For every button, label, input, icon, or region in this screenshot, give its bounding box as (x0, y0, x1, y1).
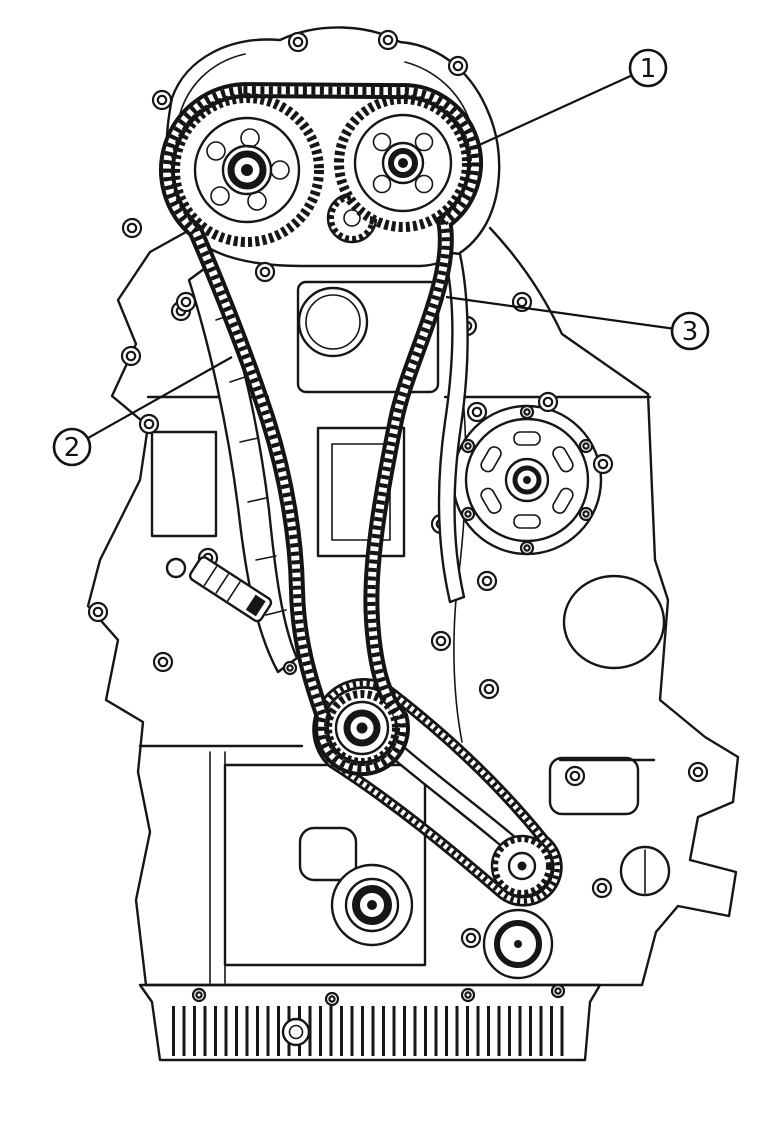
drain-plug (281, 1017, 311, 1047)
oil-pump-rotor (330, 863, 414, 947)
lower-pocket (223, 763, 427, 967)
timing-chain (159, 82, 483, 777)
bolt-hole (564, 765, 586, 787)
left-pocket (150, 430, 218, 538)
bolt-hole (87, 601, 109, 623)
bolt-hole (287, 31, 309, 53)
callout-3-label: 3 (682, 317, 699, 347)
bolt-hole (578, 506, 594, 522)
bolt-hole (476, 570, 498, 592)
bolt-hole (460, 438, 476, 454)
upper-bore (297, 286, 369, 358)
oil-pump-sprocket (490, 834, 554, 898)
bolt-hole (460, 987, 476, 1003)
bolt-hole (519, 540, 535, 556)
guide-pivot-bolt (175, 291, 197, 313)
right-pocket (548, 756, 640, 816)
bolt-hole (591, 877, 613, 899)
right-casting-edge (488, 226, 740, 987)
callout-2-leader (87, 356, 233, 440)
callout-1-label: 1 (640, 54, 657, 84)
bolt-hole (578, 438, 594, 454)
right-opening (562, 574, 666, 670)
callout-3-bubble (670, 311, 710, 351)
mid-pocket (316, 426, 406, 558)
bolt-hole (152, 651, 174, 673)
oil-pan (138, 983, 602, 1062)
bolt-hole (430, 630, 452, 652)
bolt-hole (466, 401, 488, 423)
timing-chain-guide (175, 264, 299, 676)
bolt-hole (460, 927, 482, 949)
intake-cam-sprocket (334, 94, 472, 232)
bolt-hole (478, 678, 500, 700)
left-casting-edge (86, 230, 188, 987)
bolt-hole (121, 217, 143, 239)
bolt-hole (120, 345, 142, 367)
callout-2-bubble (52, 427, 92, 467)
callout-3-leader (445, 295, 673, 330)
bolt-hole (519, 404, 535, 420)
water-pump-pulley (451, 404, 603, 556)
tensioner-pivot (165, 557, 187, 579)
lower-idler (482, 908, 554, 980)
bolt-hole (191, 987, 207, 1003)
callout-1-bubble (628, 48, 668, 88)
callout-2-label: 2 (64, 433, 81, 463)
bolt-hole (324, 991, 340, 1007)
upper-window (296, 280, 440, 394)
callout-3: 3 (445, 295, 710, 351)
guide-pivot-bolt (282, 660, 298, 676)
bolt-hole (151, 89, 173, 111)
bolt-hole (447, 55, 469, 77)
callout-1-leader (476, 74, 633, 148)
crankshaft-sprocket (324, 690, 400, 766)
right-boss (619, 845, 671, 897)
bolt-hole (550, 983, 566, 999)
bolt-hole (377, 29, 399, 51)
bolt-hole (460, 506, 476, 522)
left-chain-guide (187, 264, 299, 674)
right-chain-guide (437, 250, 469, 604)
bolt-hole (254, 261, 276, 283)
bolt-hole (537, 391, 559, 413)
exhaust-cam-sprocket (170, 93, 324, 247)
callout-2: 2 (52, 356, 233, 467)
bolt-hole (687, 761, 709, 783)
callout-1: 1 (476, 48, 668, 148)
bolt-hole (138, 413, 160, 435)
chain-tensioner (188, 556, 273, 623)
bolt-hole (592, 453, 614, 475)
